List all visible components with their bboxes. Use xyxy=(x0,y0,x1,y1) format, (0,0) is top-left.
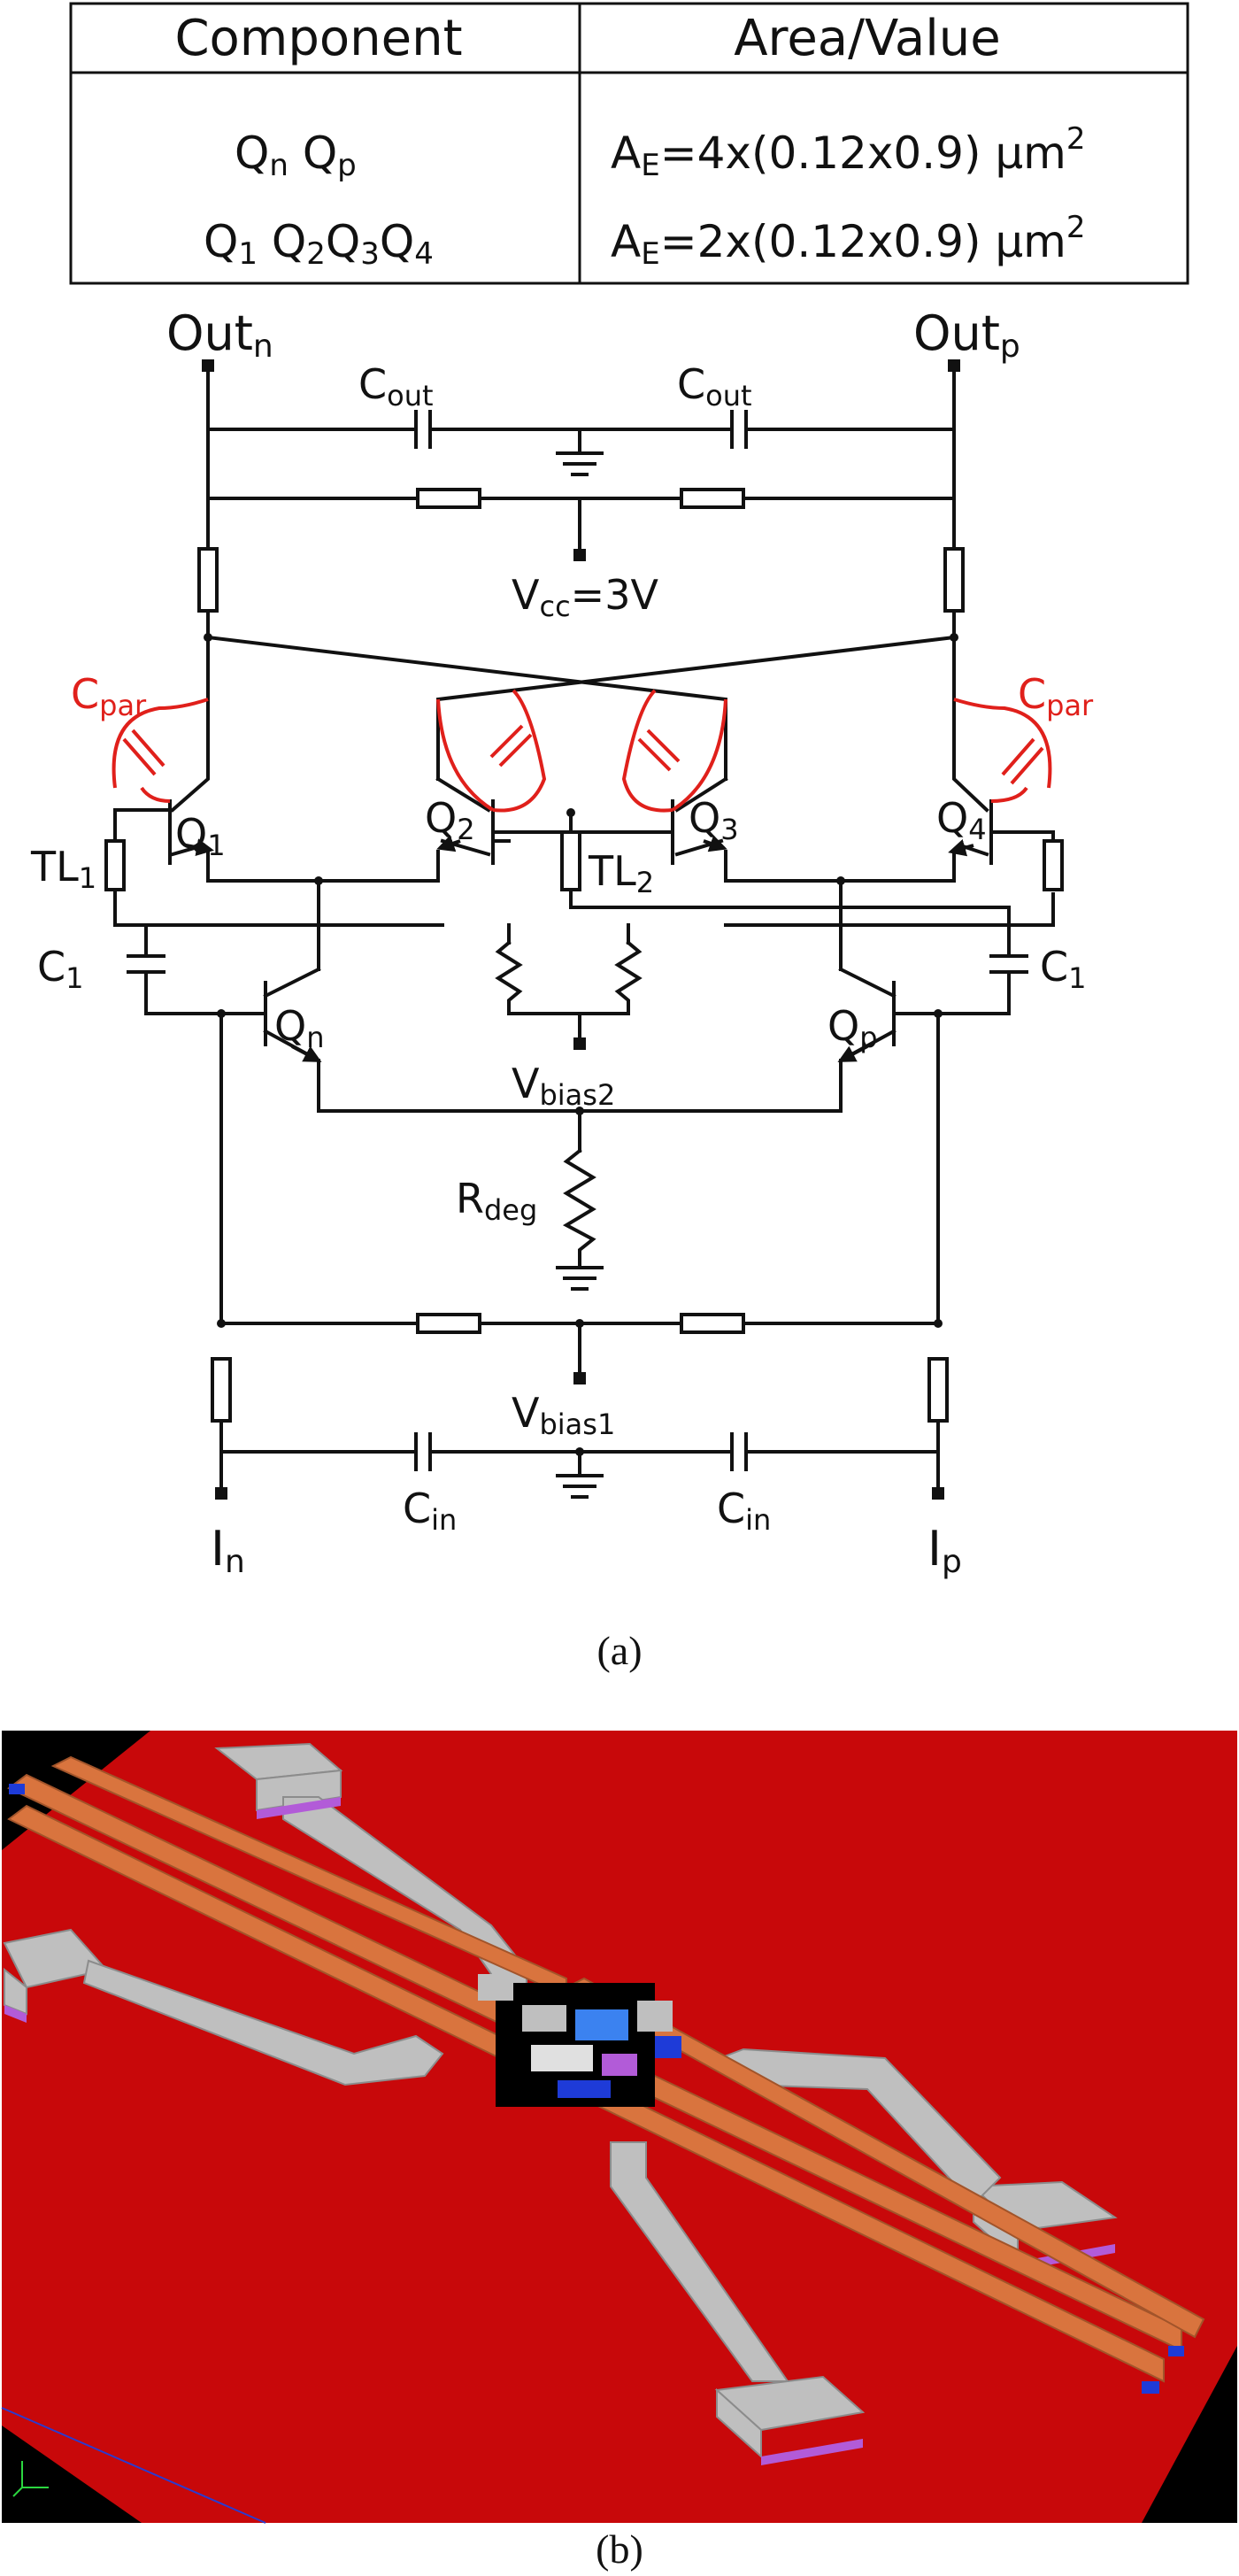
vcc-label: Vcc=3V xyxy=(512,571,658,623)
vbias2-wires-top xyxy=(507,923,630,945)
cross-coupling-wires xyxy=(205,635,957,781)
cpar-q3-plates xyxy=(637,729,681,772)
cout-ground-icon xyxy=(556,428,604,476)
table-row-2-component: Q1 Q2Q3Q4 xyxy=(204,216,434,272)
cpar-q1 xyxy=(112,698,209,803)
axis-triad-icon xyxy=(12,2461,49,2497)
cin-left-label: Cin xyxy=(403,1485,457,1537)
cin-capacitors xyxy=(414,1432,748,1471)
tl-right-line xyxy=(1043,839,1064,891)
cpar-q3 xyxy=(621,689,727,813)
in-n-label: In xyxy=(211,1521,245,1580)
tl2-line xyxy=(560,830,581,891)
table-row-1-value: AE=4x(0.12x0.9) μm2 xyxy=(611,121,1086,183)
base-wires xyxy=(113,808,1055,927)
vbias1-label: Vbias1 xyxy=(512,1389,615,1441)
cpar-q2 xyxy=(436,689,547,813)
vcc-terminal xyxy=(573,549,586,561)
schematic: Outn Outp Cout Cout Vcc=3V Q xyxy=(30,305,1094,1580)
tl2-wire xyxy=(569,811,1011,927)
vcc-resistor-left xyxy=(416,488,481,509)
q1-label: Q1 xyxy=(175,810,226,862)
cout-left-label: Cout xyxy=(358,360,434,413)
table-header-component: Component xyxy=(174,10,462,67)
em-layout-view xyxy=(1,1731,1237,2524)
component-table: Component Area/Value Qn Qp Q1 Q2Q3Q4 AE=… xyxy=(69,2,1189,285)
vbias2-resistors xyxy=(495,940,643,1015)
in-p-label: Ip xyxy=(927,1521,962,1580)
table-row-1-component: Qn Qp xyxy=(235,127,357,183)
cpar-left-label: Cpar xyxy=(71,670,147,722)
cpar-q2-plates xyxy=(489,724,533,767)
load-resistor-left xyxy=(197,547,219,613)
in-n-terminal xyxy=(215,1487,227,1500)
q2-label: Q2 xyxy=(425,794,475,846)
cout-right-label: Cout xyxy=(677,360,752,413)
cin-right-label: Cin xyxy=(717,1485,771,1537)
cin-ground-icon xyxy=(556,1450,604,1499)
load-resistor-right xyxy=(943,547,965,613)
rdeg-ground-icon xyxy=(556,1266,604,1291)
cpar-q1-plates xyxy=(122,729,165,776)
out-n-terminal xyxy=(202,359,214,372)
cpar-q4 xyxy=(953,698,1052,803)
q3q4-emitter-node xyxy=(724,850,956,971)
input-resistor-right xyxy=(927,1357,949,1423)
table-row-2-value: AE=2x(0.12x0.9) μm2 xyxy=(611,210,1086,272)
caption-a: (a) xyxy=(596,1628,642,1673)
vbias1-terminal xyxy=(573,1372,586,1384)
layout-via-stacks xyxy=(9,1784,1184,2394)
q1q2-emitter-node xyxy=(206,850,440,971)
out-n-label: Outn xyxy=(166,305,273,365)
input-resistor-left xyxy=(211,1357,232,1423)
tl1-line xyxy=(104,839,126,891)
vcc-resistor-right xyxy=(680,488,745,509)
out-p-label: Outp xyxy=(913,305,1020,365)
rdeg-label: Rdeg xyxy=(456,1175,537,1227)
input-rails xyxy=(219,1012,940,1489)
qn-label: Qn xyxy=(274,1002,325,1054)
c1-wires xyxy=(144,923,1011,1015)
layout-device-core xyxy=(478,1974,681,2107)
c1-right-label: C1 xyxy=(1040,943,1086,995)
cout-capacitors xyxy=(414,410,748,449)
layout-substrate xyxy=(2,1731,1237,2523)
q4-label: Q4 xyxy=(936,794,987,846)
c1-left-label: C1 xyxy=(37,943,83,995)
qp-label: Qp xyxy=(827,1002,878,1054)
q3-label: Q3 xyxy=(689,794,739,846)
vbias1-resistor-right xyxy=(680,1313,745,1334)
vbias1-resistor-left xyxy=(416,1313,481,1334)
rdeg-resistor xyxy=(562,1148,596,1268)
c1-capacitors xyxy=(127,954,1028,974)
tl2-label: TL2 xyxy=(588,847,654,899)
vbias2-label: Vbias2 xyxy=(512,1060,615,1112)
cpar-right-label: Cpar xyxy=(1018,670,1094,722)
tl1-label: TL1 xyxy=(30,843,96,895)
table-header-value: Area/Value xyxy=(734,10,1001,67)
out-p-terminal xyxy=(948,359,960,372)
caption-b: (b) xyxy=(596,2526,643,2572)
cpar-q4-plates xyxy=(1001,737,1044,785)
vbias2-terminal xyxy=(573,1037,586,1050)
in-p-terminal xyxy=(932,1487,944,1500)
q2q3-base-wire xyxy=(491,830,674,838)
